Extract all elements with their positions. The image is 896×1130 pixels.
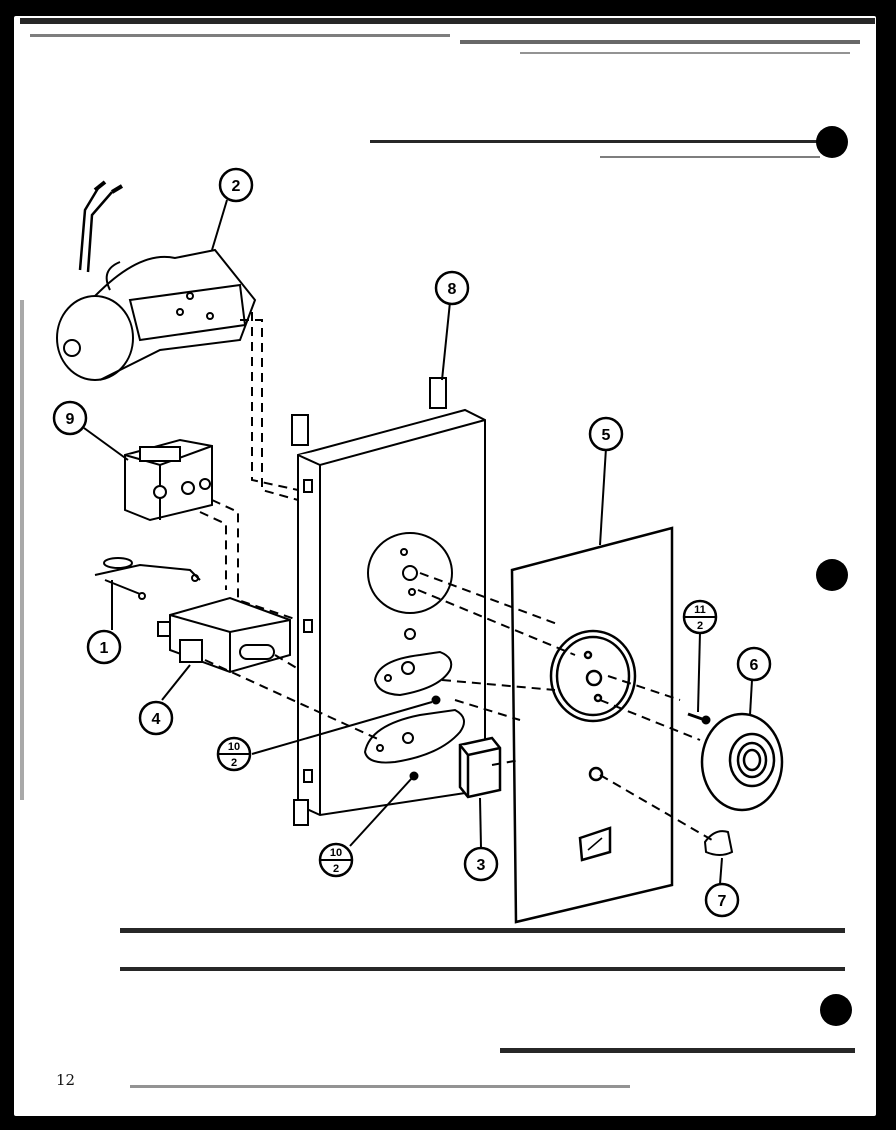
fraction-callout-11-2: 11 2 — [682, 599, 718, 635]
callout-4-label: 4 — [152, 711, 161, 728]
callout-2-label: 2 — [232, 178, 241, 195]
callout-8-label: 8 — [448, 281, 457, 298]
fraction-10-2-b-top: 10 — [330, 847, 342, 859]
punch-hole-bottom — [820, 994, 852, 1026]
knob-part — [700, 712, 784, 812]
fraction-11-2-top: 11 — [694, 604, 706, 616]
callout-3: 3 — [463, 846, 499, 882]
callout-3-label: 3 — [477, 857, 486, 874]
fraction-callout-10-2-a: 10 2 — [216, 736, 252, 772]
push-button-part — [458, 736, 502, 799]
callout-6-label: 6 — [750, 657, 759, 674]
punch-hole-top — [816, 126, 848, 158]
terminal-block-part — [124, 438, 213, 522]
fraction-callout-10-2-b: 10 2 — [318, 842, 354, 878]
timer-motor-part — [56, 180, 257, 381]
callout-7-label: 7 — [718, 893, 727, 910]
fraction-10-2-a-top: 10 — [228, 741, 240, 753]
callout-1: 1 — [86, 629, 122, 665]
assembly-lines — [199, 312, 713, 841]
callout-4: 4 — [138, 700, 174, 736]
scan-noise — [20, 18, 875, 1088]
page-number: 12 — [56, 1071, 76, 1089]
callout-9: 9 — [52, 400, 88, 436]
switch-part — [157, 596, 291, 674]
fraction-10-2-a-bottom: 2 — [231, 757, 237, 769]
callout-9-label: 9 — [66, 411, 75, 428]
callout-1-label: 1 — [100, 640, 109, 657]
callout-2: 2 — [218, 167, 254, 203]
callout-8: 8 — [434, 270, 470, 306]
callout-6: 6 — [736, 646, 772, 682]
button-cap-part — [703, 830, 734, 856]
mounting-bracket-part — [291, 377, 486, 826]
control-panel-plate-part — [510, 526, 674, 924]
callout-5-label: 5 — [602, 427, 611, 444]
fraction-11-2-bottom: 2 — [697, 620, 703, 632]
punch-hole-middle — [816, 559, 848, 591]
callout-7: 7 — [704, 882, 740, 918]
callout-5: 5 — [588, 416, 624, 452]
thermal-fuse-part — [94, 557, 201, 600]
leader-lines — [83, 199, 753, 885]
fraction-10-2-b-bottom: 2 — [333, 863, 339, 875]
